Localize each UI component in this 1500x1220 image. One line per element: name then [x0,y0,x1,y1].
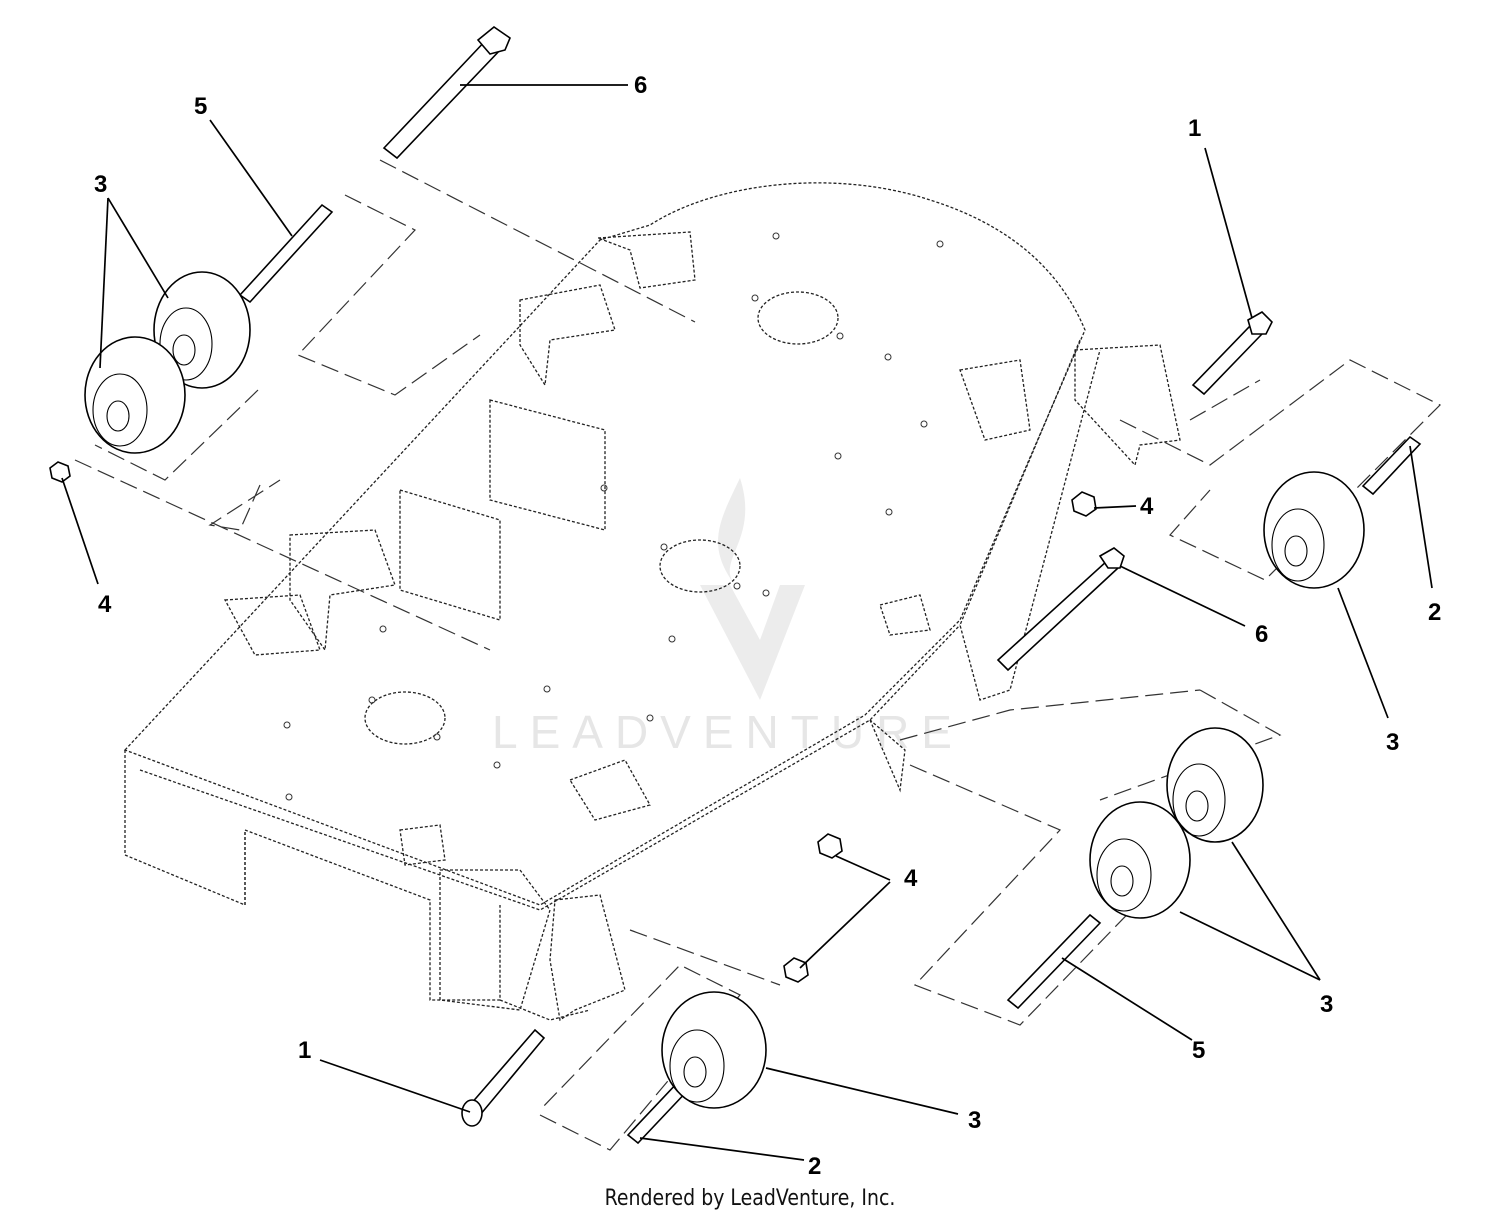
callout-4-center: 4 [904,865,918,892]
wheel-right-front [1089,801,1191,919]
callout-3-left: 3 [94,171,107,198]
callout-6-right: 6 [1255,621,1268,648]
callout-3-right-rear: 3 [1320,991,1333,1018]
bolt-right-long [996,547,1125,672]
bolt-left-long [382,26,511,160]
callout-5-left: 5 [194,93,207,120]
callout-4-center-right: 4 [1140,493,1154,520]
bolt-bottom-left [461,1028,546,1127]
bolt-right-top [1191,311,1273,396]
callout-1-bottom: 1 [298,1037,311,1064]
callout-2-bottom: 2 [808,1153,821,1180]
watermark-text: LEADVENTURE [492,706,964,758]
callout-6-top: 6 [634,72,647,99]
callout-2-right: 2 [1428,599,1441,626]
callout-3-bottom: 3 [968,1107,981,1134]
axle-right [1361,435,1422,496]
callout-4-left: 4 [98,591,112,618]
nut-center-right [1071,491,1097,517]
mower-deck [123,182,1181,1022]
wheel-right-rear [1166,727,1264,843]
leader-lines [61,84,1433,1161]
callout-1-top: 1 [1188,115,1201,142]
wheel-bottom [661,991,767,1109]
wheel-right [1263,471,1365,589]
nut-center [817,833,843,859]
callout-5-right: 5 [1192,1037,1205,1064]
nut-left [49,461,71,483]
callout-3-right-front: 3 [1386,729,1399,756]
axle-left [238,203,334,304]
leadventure-watermark: LEADVENTURE [492,478,964,758]
nut-bottom [783,957,809,983]
credit-line: Rendered by LeadVenture, Inc. [604,1186,896,1211]
axle-right-lower [1006,913,1102,1010]
wheel-left-front [84,336,186,454]
exploded-guide-lines [74,159,1442,1151]
